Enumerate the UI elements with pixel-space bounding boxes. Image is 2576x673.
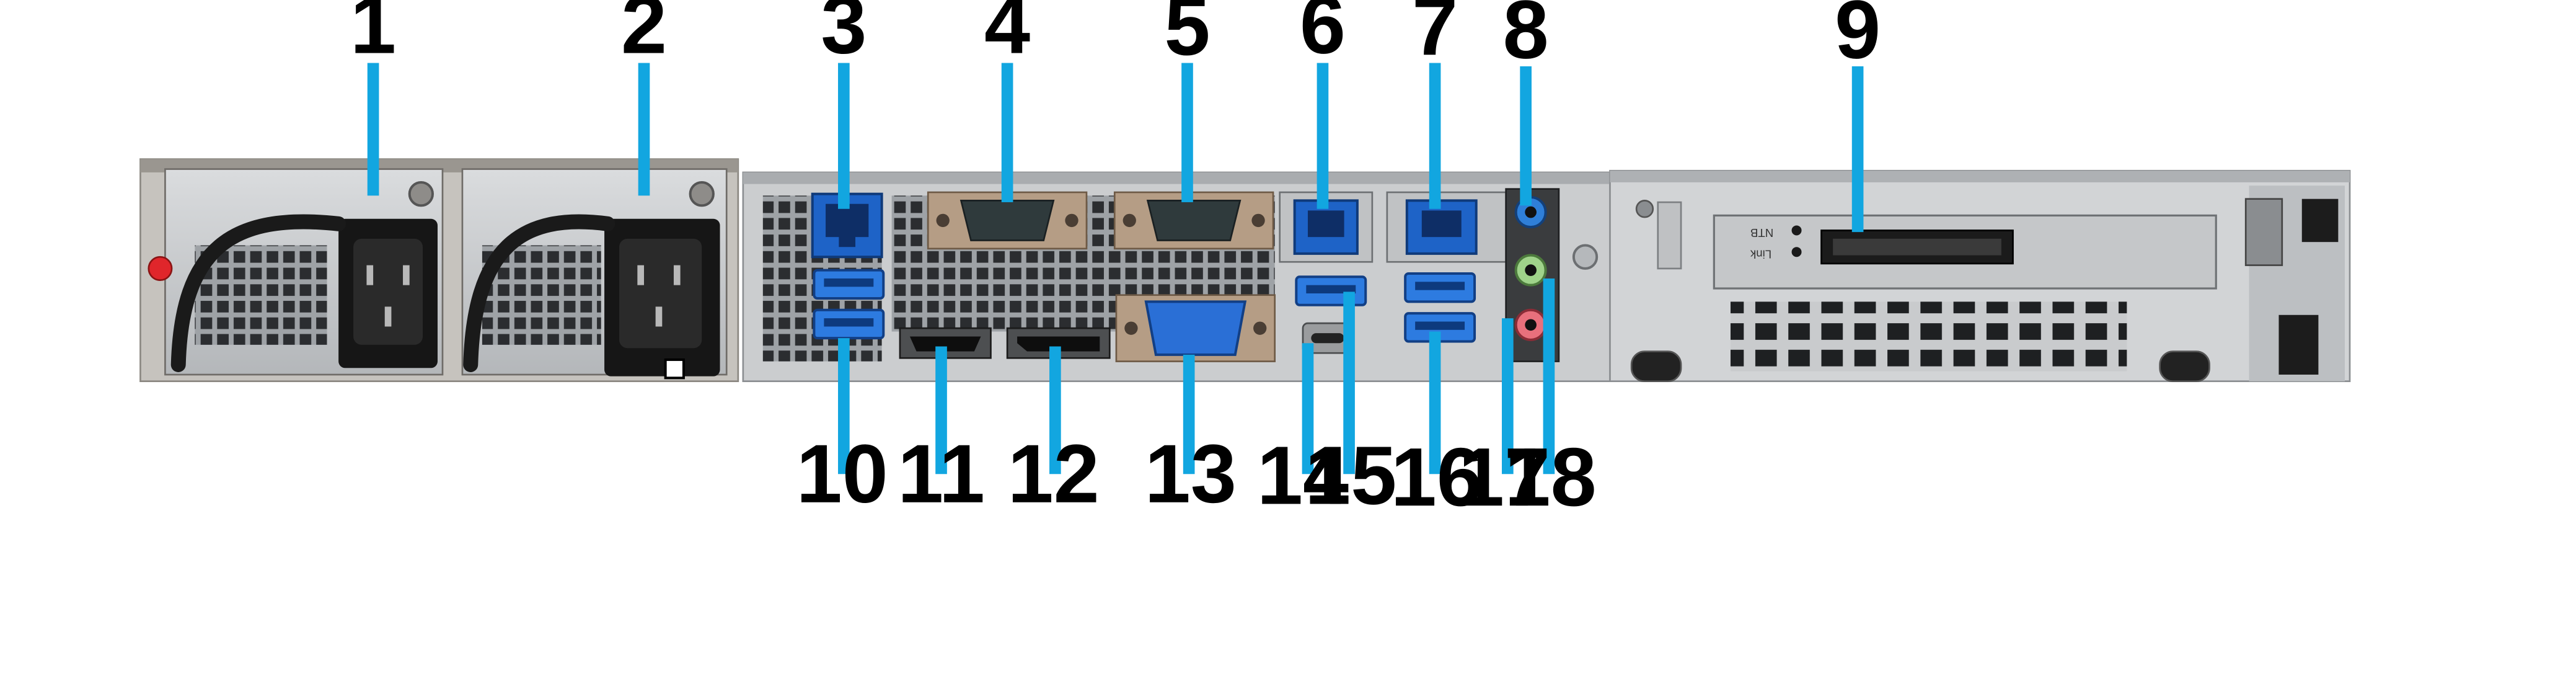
callout-14: 14 (1257, 429, 1349, 522)
chassis-right-edge (2244, 185, 2345, 381)
psu-handle-1[interactable] (170, 214, 346, 372)
callout-4: 4 (984, 0, 1030, 71)
callout-17: 17 (1458, 431, 1550, 524)
power-supply-2[interactable] (461, 168, 728, 380)
callout-15: 15 (1305, 429, 1396, 522)
displayport-port[interactable] (1006, 327, 1111, 359)
callout-labels: 1 2 3 4 5 6 7 8 9 10 11 12 13 14 15 16 1… (350, 0, 1881, 524)
led-ntb (1791, 225, 1802, 236)
ground-screw (1572, 244, 1599, 270)
callout-leaders (367, 63, 1864, 475)
callout-11: 11 (898, 428, 985, 520)
led-link (1791, 247, 1802, 257)
callout-6: 6 (1300, 0, 1346, 71)
rj45-port-lan2[interactable] (1386, 191, 1507, 263)
psu-handle-2[interactable] (463, 214, 615, 372)
usb3-ports-left[interactable] (813, 269, 885, 340)
red-indicator-button[interactable] (148, 256, 173, 281)
expansion-vent-grille (1730, 301, 2127, 372)
callout-7: 7 (1412, 0, 1458, 73)
usb3-port-center[interactable] (1295, 275, 1367, 306)
pcie-card-bracket[interactable]: NTB Link (1713, 214, 2217, 290)
led-link-label: Link (1750, 248, 1771, 261)
usb-c-port[interactable] (1302, 322, 1354, 354)
callout-13: 13 (1145, 428, 1237, 520)
callout-10: 10 (796, 428, 888, 520)
callout-18: 18 (1505, 431, 1597, 524)
rj45-port-lan1[interactable] (1279, 191, 1374, 263)
callout-3: 3 (821, 0, 867, 71)
usb3-ports-right[interactable] (1404, 272, 1476, 343)
psu-status-square (664, 358, 685, 380)
hdmi-port[interactable] (899, 327, 992, 359)
serial-port-2[interactable] (1113, 191, 1274, 250)
vga-port[interactable] (1115, 294, 1276, 362)
callout-1: 1 (350, 0, 396, 71)
led-ntb-label: NTB (1750, 226, 1773, 239)
callout-16: 16 (1391, 431, 1483, 524)
power-supply-1[interactable] (164, 168, 444, 376)
callout-5: 5 (1164, 0, 1210, 73)
callout-8: 8 (1503, 0, 1549, 76)
callout-12: 12 (1008, 428, 1100, 520)
callout-2: 2 (621, 0, 667, 71)
callout-9: 9 (1835, 0, 1881, 76)
